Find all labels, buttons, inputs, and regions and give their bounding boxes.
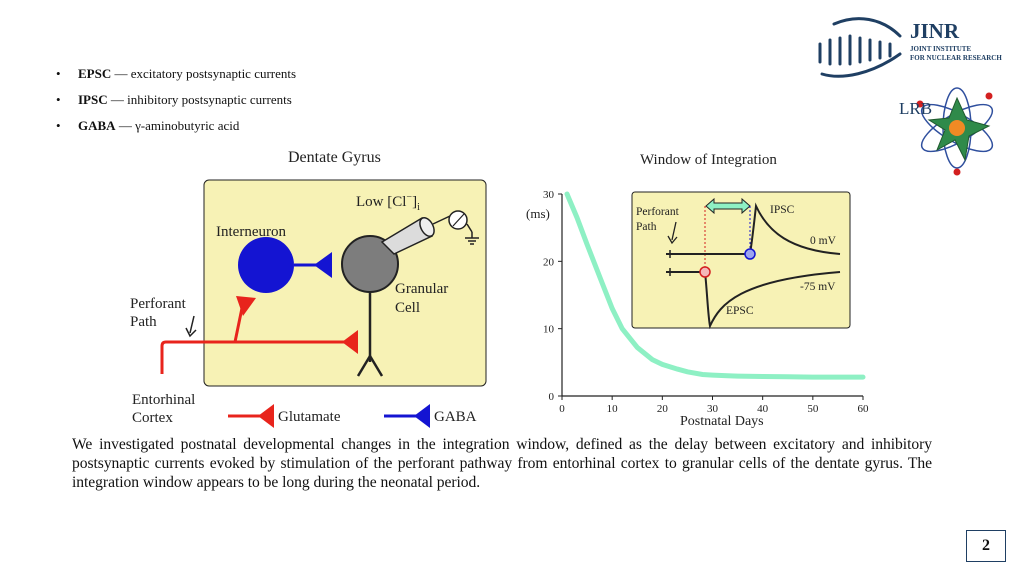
- abbreviation-item: EPSC — excitatory postsynaptic currents: [56, 64, 296, 90]
- path-label: Path: [130, 314, 157, 330]
- interneuron-label: Interneuron: [216, 224, 286, 240]
- cell-label: Cell: [395, 300, 420, 316]
- inset-perforant: Perforant: [636, 206, 680, 218]
- x-tick-label: 20: [657, 403, 669, 415]
- dentate-gyrus-diagram: Dentate Gyrus Low [Cl−]i Interneuron Gra…: [130, 149, 487, 428]
- x-tick-label: 60: [858, 403, 870, 415]
- jinr-logo: JINR JOINT INSTITUTE FOR NUCLEAR RESEARC…: [818, 17, 1002, 78]
- perforant-branch: [233, 307, 244, 343]
- x-tick-label: 50: [807, 403, 819, 415]
- page-number: 2: [966, 530, 1006, 562]
- abbreviation-list: EPSC — excitatory postsynaptic currents …: [56, 64, 296, 142]
- y-tick-label: 10: [543, 324, 555, 336]
- integration-window-curve: [564, 191, 866, 380]
- abbreviation-item: IPSC — inhibitory postsynaptic currents: [56, 90, 296, 116]
- interneuron-body: [238, 237, 294, 293]
- y-axis-label: (ms): [526, 206, 550, 221]
- legend-glutamate-label: Glutamate: [278, 409, 341, 425]
- inset-epsc-label: EPSC: [726, 305, 754, 317]
- inset-panel: [631, 191, 851, 329]
- x-tick-label: 40: [757, 403, 769, 415]
- low-cl-label: Low [Cl−]i: [356, 192, 420, 213]
- abbreviation-item: GABA — γ-aminobutyric acid: [56, 116, 296, 142]
- integration-window-chart: Window of Integration (ms) Postnatal Day…: [526, 152, 869, 429]
- jinr-line1: JOINT INSTITUTE: [910, 45, 971, 53]
- epsc-trace: [666, 271, 841, 330]
- stimulus-arrow: [189, 315, 195, 334]
- x-tick-label: 30: [707, 403, 719, 415]
- lrb-text: LRB: [899, 99, 932, 118]
- lrb-logo: LRB: [899, 87, 994, 176]
- legend-gaba-marker: [414, 404, 430, 428]
- inset-stimulus-arrow: [671, 221, 677, 241]
- chart-title: Window of Integration: [640, 152, 777, 168]
- cortex-label: Cortex: [132, 410, 173, 426]
- perforant-path-fiber: [160, 340, 348, 374]
- x-tick-label: 10: [607, 403, 619, 415]
- legend-gaba-label: GABA: [434, 409, 477, 425]
- glutamate-synapse-granular: [342, 330, 358, 354]
- legend-glutamate-marker: [258, 404, 274, 428]
- inset-zero-mv: 0 mV: [810, 235, 837, 247]
- y-tick-label: 0: [549, 391, 555, 403]
- x-tick-label: 0: [559, 403, 565, 415]
- inset-minus75-mv: -75 mV: [800, 281, 836, 293]
- gaba-synapse: [314, 252, 332, 278]
- epsc-onset-marker: [699, 266, 711, 278]
- perforant-label: Perforant: [130, 296, 187, 312]
- ipsc-trace: [666, 202, 841, 255]
- inset-traces: Perforant Path IPSC 0 mV -75 mV EPSC: [631, 191, 851, 330]
- dentate-title: Dentate Gyrus: [288, 149, 381, 166]
- entorhinal-label: Entorhinal: [132, 392, 195, 408]
- ipsc-onset-marker: [744, 248, 756, 260]
- caption: We investigated postnatal developmental …: [72, 436, 932, 491]
- granular-label: Granular: [395, 281, 448, 297]
- jinr-line2: FOR NUCLEAR RESEARCH: [910, 54, 1002, 62]
- glutamate-synapse-interneuron: [236, 296, 256, 316]
- y-tick-label: 20: [543, 256, 555, 268]
- y-tick-label: 30: [543, 189, 555, 201]
- inset-path: Path: [636, 221, 657, 233]
- x-axis-label: Postnatal Days: [680, 414, 764, 429]
- inset-ipsc-label: IPSC: [770, 204, 795, 216]
- jinr-name: JINR: [910, 19, 960, 43]
- axis-ticks: 0 10 20 30 40 50 60 0 10 20 30: [543, 189, 869, 415]
